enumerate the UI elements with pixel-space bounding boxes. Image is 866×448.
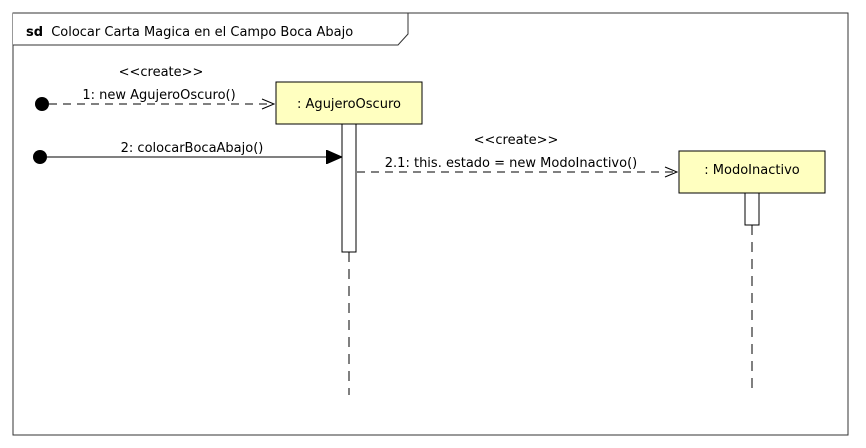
message-2: 2: colocarBocaAbajo() bbox=[33, 141, 341, 164]
lifeline-agujero-oscuro: : AgujeroOscuro bbox=[275, 81, 423, 395]
lifeline-label-agujero: : AgujeroOscuro bbox=[297, 97, 401, 112]
message-2-1-label: 2.1: this. estado = new ModoInactivo() bbox=[385, 156, 637, 171]
found-message-dot-2 bbox=[33, 150, 47, 164]
frame-title-text: Colocar Carta Magica en el Campo Boca Ab… bbox=[51, 25, 353, 40]
lifeline-head-agujero[interactable] bbox=[275, 81, 423, 125]
message-2-1: <<create>> 2.1: this. estado = new ModoI… bbox=[357, 133, 677, 172]
frame-keyword: sd bbox=[26, 25, 43, 40]
found-message-dot-1 bbox=[35, 97, 49, 111]
message-2-label: 2: colocarBocaAbajo() bbox=[121, 141, 264, 156]
message-1-label: 1: new AgujeroOscuro() bbox=[82, 88, 235, 103]
message-2-1-stereotype: <<create>> bbox=[474, 133, 559, 148]
lifeline-modo-inactivo: : ModoInactivo bbox=[678, 150, 826, 395]
frame-title-tab bbox=[13, 12, 409, 46]
message-1-stereotype: <<create>> bbox=[119, 65, 204, 80]
frame-title: sd Colocar Carta Magica en el Campo Boca… bbox=[26, 25, 353, 40]
lifeline-label-modo: : ModoInactivo bbox=[704, 163, 799, 178]
lifeline-head-modo[interactable] bbox=[678, 150, 826, 194]
activation-bar-modo[interactable] bbox=[744, 192, 760, 226]
activation-bar-agujero[interactable] bbox=[341, 123, 357, 253]
message-1: <<create>> 1: new AgujeroOscuro() bbox=[35, 65, 274, 111]
diagram-frame: sd Colocar Carta Magica en el Campo Boca… bbox=[12, 12, 849, 436]
frame-border bbox=[12, 12, 849, 436]
